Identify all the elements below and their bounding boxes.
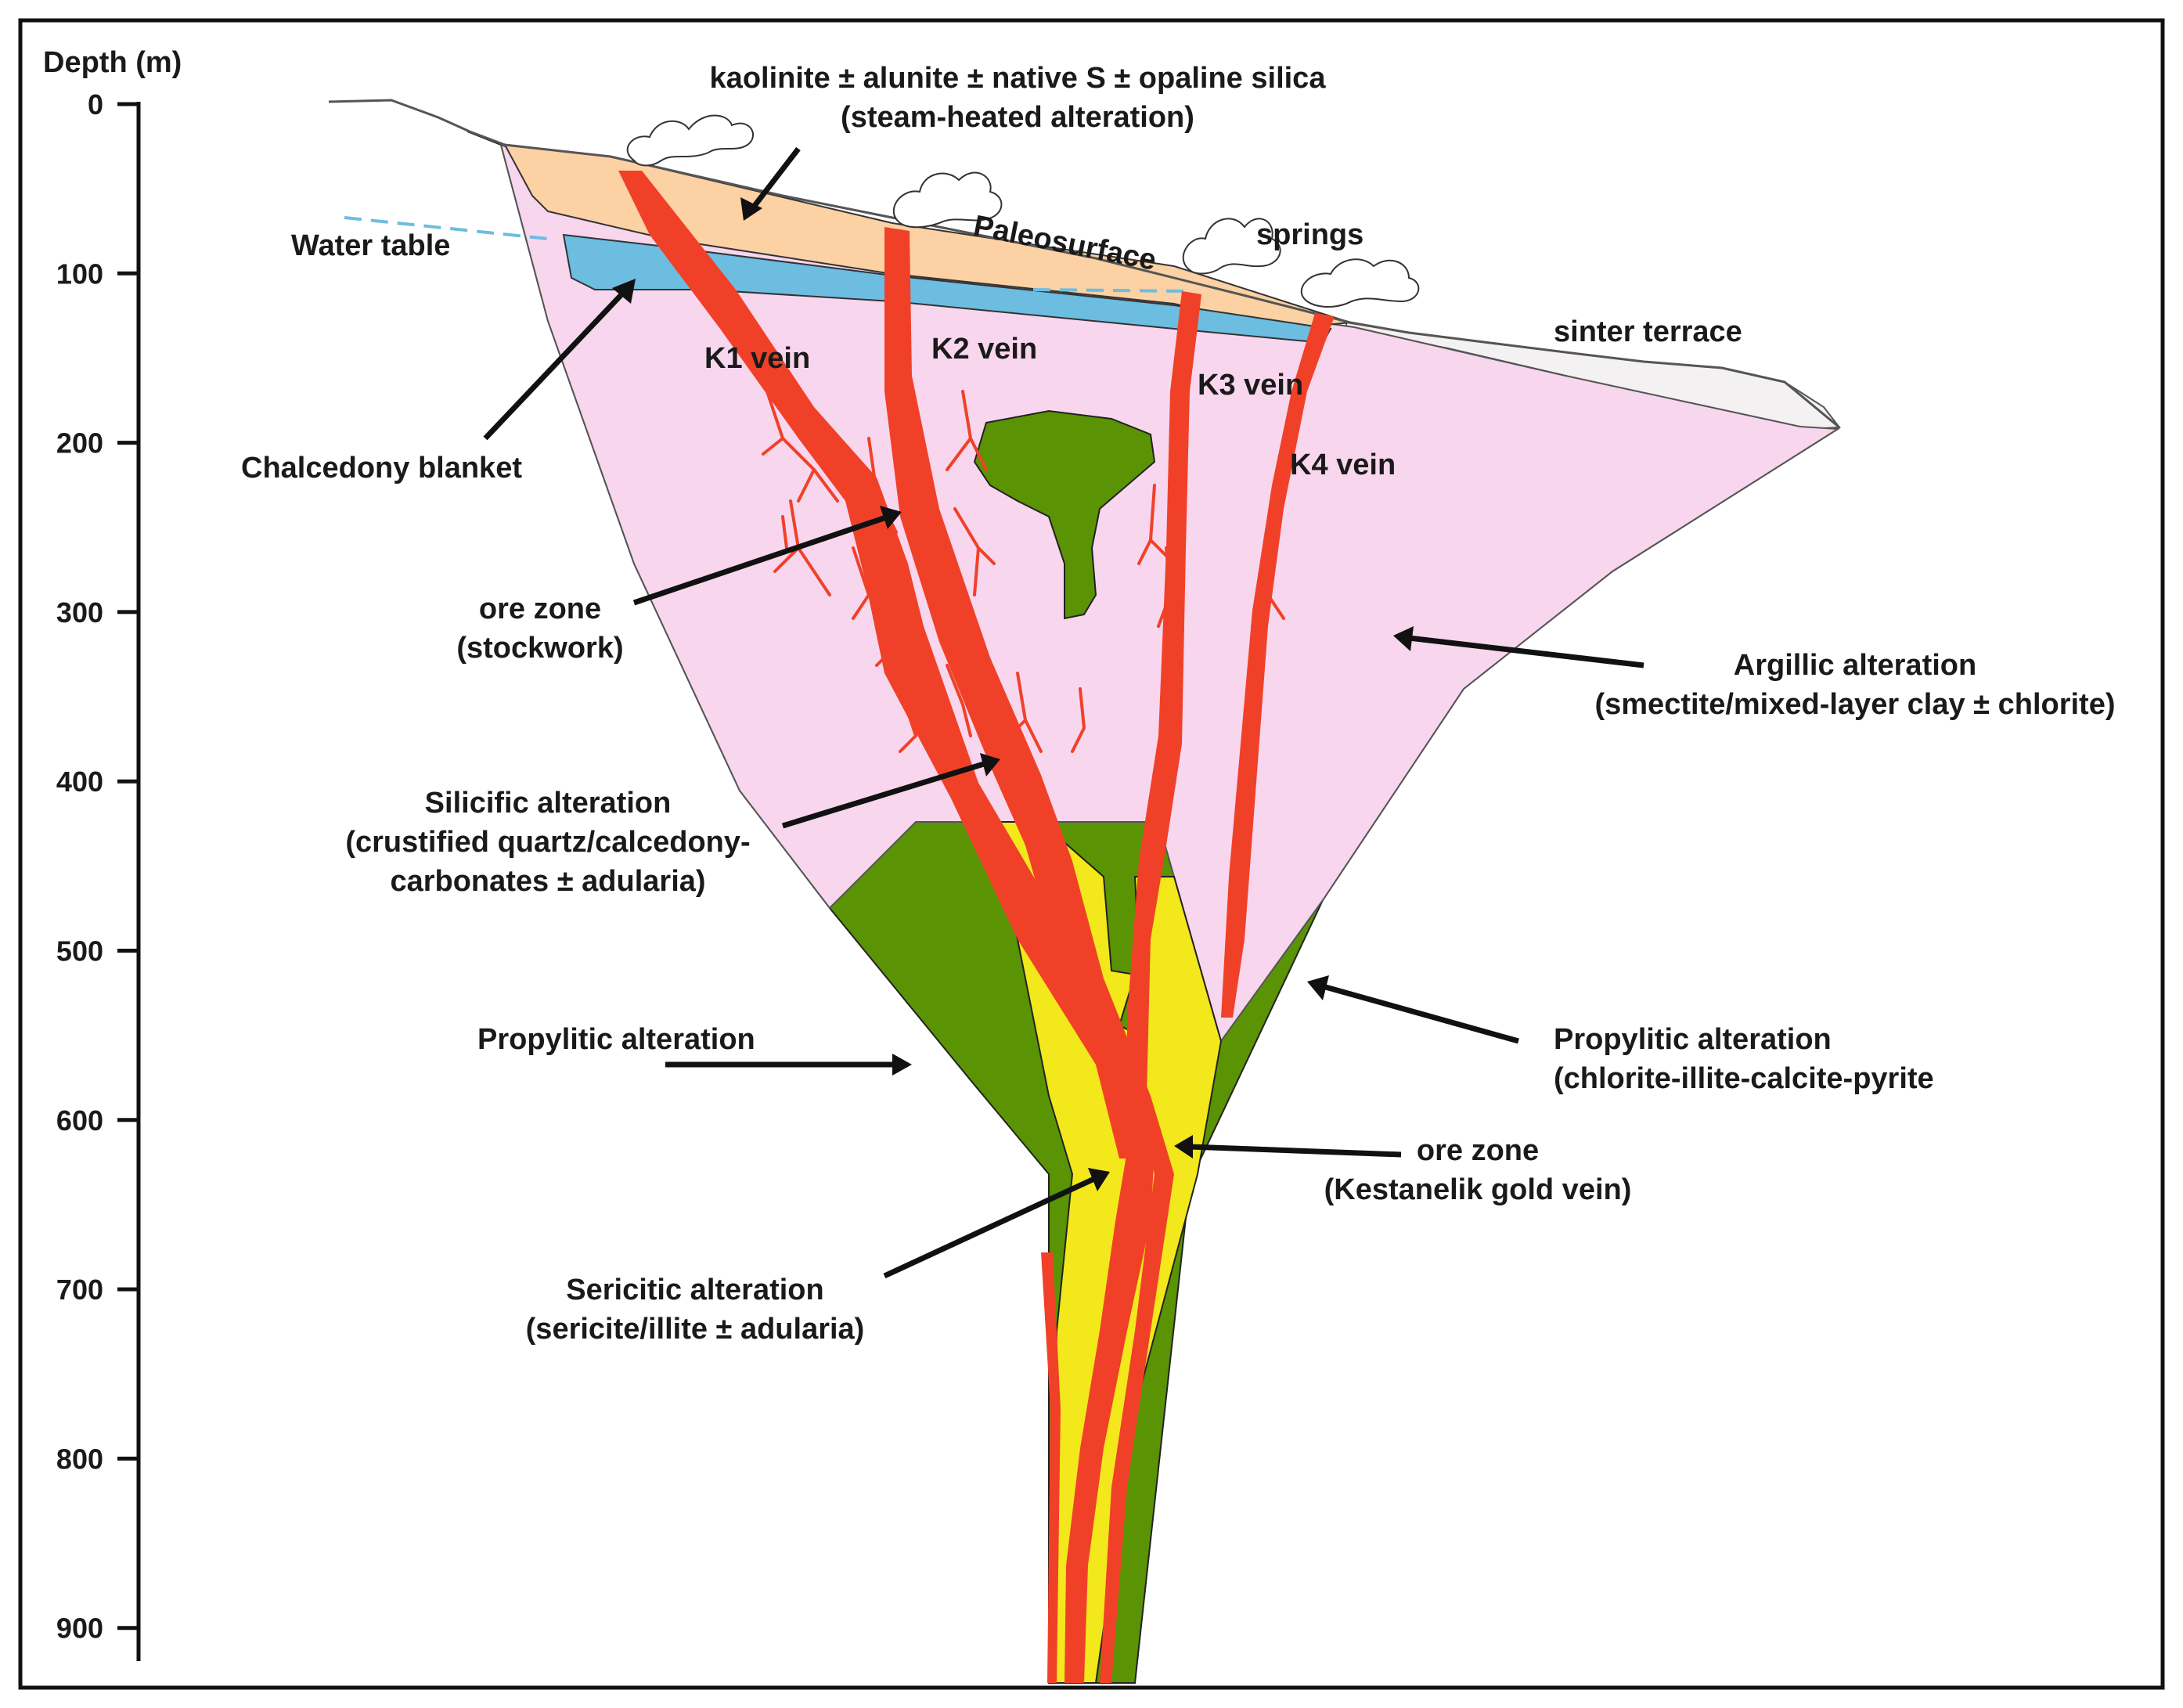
veins [618, 171, 1335, 1683]
arrow-argillic [1393, 626, 1644, 668]
steam-cloud-2 [892, 171, 1003, 229]
steam-cloud-3 [1182, 218, 1281, 275]
steam-cloud-4 [1300, 258, 1420, 308]
label-sericitic-sub: (sericite/illite ± adularia) [526, 1313, 865, 1346]
arrow-propylitic-right [1307, 975, 1519, 1044]
label-k3-vein: K3 vein [1198, 369, 1303, 402]
depth-tick-label: 300 [56, 596, 103, 629]
label-ore-stockwork-sub: (stockwork) [456, 632, 623, 665]
label-steam-heated-minerals: kaolinite ± alunite ± native S ± opaline… [710, 62, 1327, 95]
pointer-arrows [483, 146, 1644, 1279]
steam-clouds [626, 114, 1420, 308]
depth-axis: 0 100 200 300 400 500 600 700 800 900 Depth (m) [43, 46, 182, 1661]
sericitic-zone [985, 821, 1223, 1684]
main-vein-lower-2 [1100, 1096, 1174, 1683]
depth-ticks: 0 100 200 300 400 500 600 700 800 900 [56, 88, 139, 1645]
label-propylitic-right-sub: (chlorite-illite-calcite-pyrite [1554, 1062, 1934, 1095]
label-k1-vein: K1 vein [704, 342, 810, 375]
label-argillic: Argillic alteration [1734, 649, 1976, 682]
stockwork-veinlets [762, 390, 1285, 769]
depth-tick-label: 0 [88, 88, 103, 121]
label-ore-vein: ore zone [1417, 1134, 1539, 1167]
arrow-propylitic-left [665, 1054, 912, 1076]
label-sericitic: Sericitic alteration [566, 1274, 823, 1306]
depth-axis-title: Depth (m) [43, 46, 182, 79]
water-table-line [344, 216, 549, 240]
arrow-chalcedony [483, 279, 636, 441]
label-ore-stockwork: ore zone [479, 593, 601, 625]
depth-tick-label: 900 [56, 1613, 103, 1645]
label-propylitic-left: Propylitic alteration [477, 1023, 755, 1056]
propylitic-island [973, 409, 1156, 620]
arrow-silicific [781, 753, 1000, 829]
arrow-sericitic [883, 1168, 1110, 1279]
label-water-table: Water table [291, 229, 450, 262]
depth-tick-label: 800 [56, 1443, 103, 1475]
k1-vein [618, 171, 1139, 1158]
depth-tick-label: 600 [56, 1104, 103, 1137]
label-k2-vein: K2 vein [931, 333, 1037, 366]
depth-tick-label: 100 [56, 258, 103, 290]
k4-vein [1221, 313, 1335, 1018]
depth-tick-label: 400 [56, 766, 103, 798]
label-ore-vein-sub: (Kestanelik gold vein) [1324, 1173, 1632, 1206]
label-chalcedony-blanket: Chalcedony blanket [241, 452, 522, 485]
main-vein-lower-3 [1041, 1252, 1061, 1683]
depth-tick-label: 500 [56, 935, 103, 968]
ground-surface-line [328, 99, 1840, 429]
label-sinter-terrace: sinter terrace [1554, 315, 1742, 348]
k3-vein [1127, 291, 1201, 1174]
label-steam-heated-alteration: (steam-heated alteration) [841, 101, 1194, 134]
arrow-steam-heated [740, 146, 801, 221]
label-silicific-sub-1: (crustified quartz/calcedony- [345, 826, 750, 859]
label-argillic-sub: (smectite/mixed-layer clay ± chlorite) [1594, 688, 2115, 721]
label-k4-vein: K4 vein [1290, 449, 1396, 481]
label-silicific-sub-2: carbonates ± adularia) [390, 865, 705, 898]
depth-tick-label: 200 [56, 427, 103, 459]
label-springs: springs [1256, 218, 1363, 251]
label-silicific: Silicific alteration [425, 787, 672, 820]
k2-vein [884, 227, 1151, 1158]
label-propylitic-right: Propylitic alteration [1554, 1023, 1832, 1056]
arrow-ore-stockwork [632, 506, 902, 606]
main-vein-lower [1064, 1151, 1155, 1683]
depth-tick-label: 700 [56, 1274, 103, 1306]
steam-cloud-1 [626, 114, 755, 167]
arrow-ore-vein [1174, 1135, 1402, 1158]
chalcedony-blanket [562, 233, 1332, 344]
